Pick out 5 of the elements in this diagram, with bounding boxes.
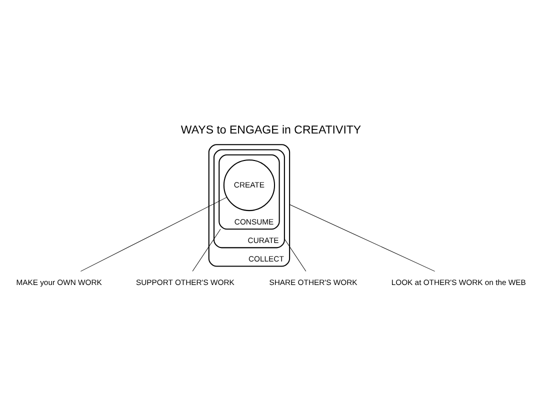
connector <box>284 238 306 272</box>
connector <box>80 197 227 272</box>
connector <box>289 204 436 272</box>
connector <box>192 228 221 272</box>
diagram-title: WAYS to ENGAGE in CREATIVITY <box>180 124 362 136</box>
